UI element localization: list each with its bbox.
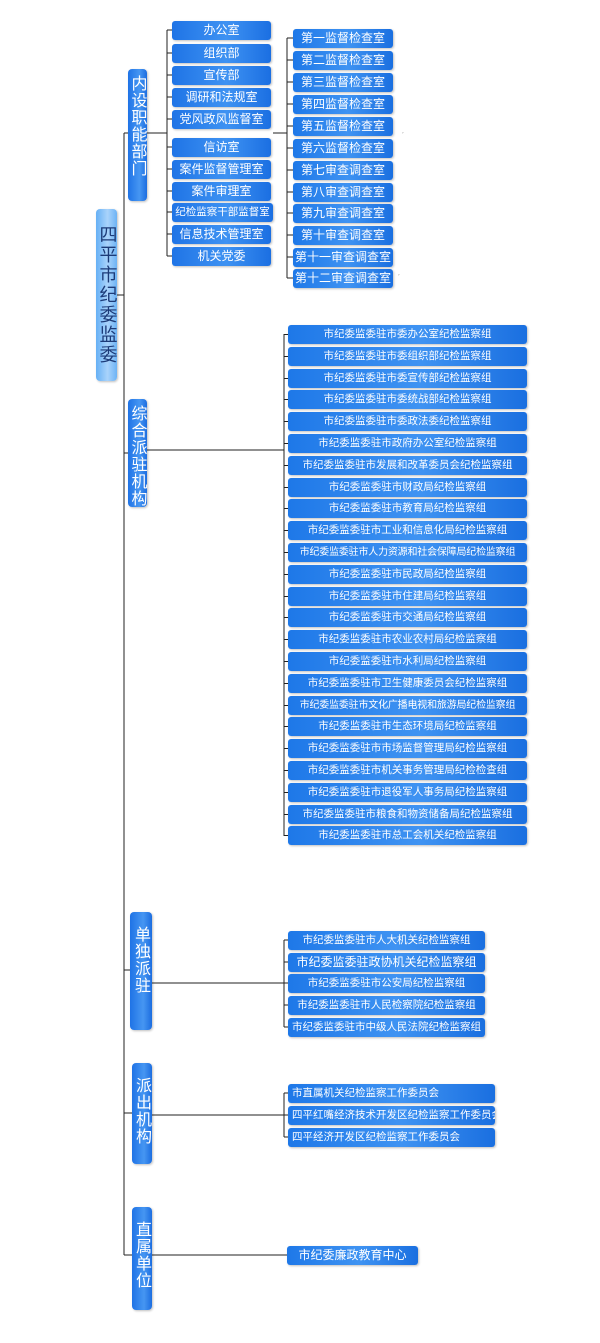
comprehensive-node: 市纪委监委驻市住建局纪检监察组: [288, 587, 527, 606]
comprehensive-node: 市纪委监委驻市卫生健康委员会纪检监察组: [288, 674, 527, 693]
category-single: 单独派驻: [130, 912, 152, 1030]
comprehensive-node: 市纪委监委驻市粮食和物资储备局纪检监察组: [288, 805, 527, 824]
comprehensive-node: 市纪委监委驻市委政法委纪检监察组: [288, 412, 527, 431]
single-node: 市纪委监委驻市人民检察院纪检监察组: [288, 996, 485, 1015]
dept-node: 信息技术管理室: [172, 225, 271, 244]
dept-node: 调研和法规室: [172, 88, 271, 107]
dept-node: 宣传部: [172, 66, 271, 85]
office-node: 第三监督检查室: [293, 73, 393, 92]
dispatched-node: 四平经济开发区纪检监察工作委员会: [288, 1128, 495, 1147]
comprehensive-node: 市纪委监委驻市委统战部纪检监察组: [288, 390, 527, 409]
single-node: 市纪委监委驻市公安局纪检监察组: [288, 974, 485, 993]
dept-node: 纪检监察干部监督室: [172, 203, 273, 222]
comprehensive-node: 市纪委监委驻市财政局纪检监察组: [288, 478, 527, 497]
office-node: 第十二审查调查室: [293, 269, 393, 288]
category-label: 直属单位: [133, 1221, 152, 1289]
dept-node: 组织部: [172, 44, 271, 63]
root-label: 四平市纪委监委: [96, 225, 118, 365]
svg-text:,: ,: [402, 128, 404, 135]
office-node: 第十审查调查室: [293, 226, 393, 245]
comprehensive-node: 市纪委监委驻市委办公室纪检监察组: [288, 325, 527, 344]
office-node: 第八审查调查室: [293, 183, 393, 202]
comprehensive-node: 市纪委监委驻市生态环境局纪检监察组: [288, 717, 527, 736]
dept-node: 案件审理室: [172, 182, 271, 201]
comprehensive-node: 市纪委监委驻市政府办公室纪检监察组: [288, 434, 527, 453]
comprehensive-node: 市纪委监委驻市教育局纪检监察组: [288, 499, 527, 518]
single-node: 市纪委监委驻市人大机关纪检监察组: [288, 931, 485, 950]
svg-text:,: ,: [398, 270, 400, 277]
root-node: 四平市纪委监委: [96, 209, 118, 381]
comprehensive-node: 市纪委监委驻市工业和信息化局纪检监察组: [288, 521, 527, 540]
category-label: 内设职能部门: [128, 75, 148, 177]
category-label: 单独派驻: [132, 926, 151, 994]
comprehensive-node: 市纪委监委驻市总工会机关纪检监察组: [288, 826, 527, 845]
office-node: 第二监督检查室: [293, 51, 393, 70]
office-node: 第五监督检查室: [293, 117, 393, 136]
dept-node: 信访室: [172, 138, 271, 157]
direct-node: 市纪委廉政教育中心: [287, 1246, 418, 1265]
dept-node: 案件监督管理室: [172, 160, 271, 179]
comprehensive-node: 市纪委监委驻市市场监督管理局纪检监察组: [288, 739, 527, 758]
comprehensive-node: 市纪委监委驻市委宣传部纪检监察组: [288, 369, 527, 388]
single-node: 市纪委监委驻政协机关纪检监察组: [288, 953, 485, 972]
dept-node: 办公室: [172, 21, 271, 40]
category-internal: 内设职能部门: [128, 69, 148, 201]
dept-node: 党风政风监督室: [172, 110, 271, 129]
category-comprehensive: 综合派驻机构: [128, 399, 148, 507]
comprehensive-node: 市纪委监委驻市农业农村局纪检监察组: [288, 630, 527, 649]
office-node: 第一监督检查室: [293, 29, 393, 48]
category-direct: 直属单位: [132, 1207, 152, 1310]
comprehensive-node: 市纪委监委驻市机关事务管理局纪检检查组: [288, 761, 527, 780]
comprehensive-node: 市纪委监委驻市退役军人事务局纪检监察组: [288, 783, 527, 802]
office-node: 第七审查调查室: [293, 161, 393, 180]
dispatched-node: 市直属机关纪检监察工作委员会: [288, 1084, 495, 1103]
comprehensive-node: 市纪委监委驻市文化广播电视和旅游局纪检监察组: [288, 696, 527, 715]
dept-node: 机关党委: [172, 247, 271, 266]
office-node: 第四监督检查室: [293, 95, 393, 114]
office-node: 第六监督检查室: [293, 139, 393, 158]
comprehensive-node: 市纪委监委驻市民政局纪检监察组: [288, 565, 527, 584]
comprehensive-node: 市纪委监委驻市人力资源和社会保障局纪检监察组: [288, 543, 527, 562]
comprehensive-node: 市纪委监委驻市委组织部纪检监察组: [288, 347, 527, 366]
single-node: 市纪委监委驻市中级人民法院纪检监察组: [288, 1018, 485, 1037]
comprehensive-node: 市纪委监委驻市发展和改革委员会纪检监察组: [288, 456, 527, 475]
office-node: 第十一审查调查室: [293, 248, 393, 267]
category-label: 派出机构: [133, 1077, 152, 1145]
comprehensive-node: 市纪委监委驻市交通局纪检监察组: [288, 608, 527, 627]
category-label: 综合派驻机构: [128, 405, 148, 507]
dispatched-node: 四平红嘴经济技术开发区纪检监察工作委员会: [288, 1106, 495, 1125]
comprehensive-node: 市纪委监委驻市水利局纪检监察组: [288, 652, 527, 671]
office-node: 第九审查调查室: [293, 204, 393, 223]
category-dispatched: 派出机构: [132, 1063, 152, 1164]
